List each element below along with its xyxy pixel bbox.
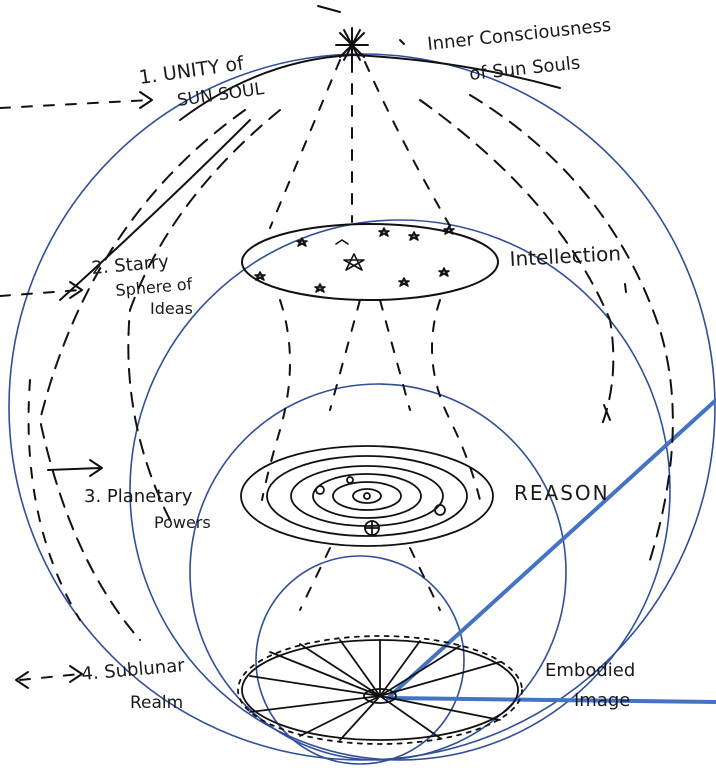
far-left-arc [29, 380, 80, 620]
cone-left-mid [262, 300, 290, 500]
cone-right-mid [432, 300, 480, 500]
wedge-horizontal [388, 698, 716, 702]
cone-left-low [300, 548, 330, 610]
top-right-mark [400, 40, 404, 44]
label-starry-2: Sphere of [115, 274, 194, 300]
label-planetary-2: Powers [154, 513, 211, 532]
top-dash-mark [318, 6, 340, 12]
cone-center-mid [330, 300, 360, 410]
label-intellection: Intellection [509, 241, 622, 271]
planetary-rings [241, 446, 493, 546]
outer-circle [9, 54, 715, 760]
arrow-starry [0, 282, 82, 298]
label-embodied-1: Embodied [545, 660, 635, 681]
cone-center-mid2 [380, 300, 410, 410]
label-planetary-1: 3. Planetary [84, 486, 193, 507]
wedge-lines [388, 400, 716, 702]
label-starry-3: Ideas [150, 299, 193, 318]
label-inner-1: Inner Consciousness [426, 15, 612, 55]
label-inner-2: of Sun Souls [468, 52, 581, 85]
cone-left-upper [270, 60, 340, 228]
nested-circles [9, 54, 715, 764]
arrow-planetary [48, 460, 102, 476]
label-reason: REASON [514, 481, 610, 505]
wedge-diagonal [388, 400, 716, 698]
label-starry-1: 2. Starry [91, 251, 170, 279]
label-embodied-2: Image [574, 690, 630, 711]
stars-in-ellipse [255, 226, 454, 292]
label-sublunar-1: 4. Sublunar [81, 655, 186, 685]
arrow-sublunar [16, 666, 82, 688]
cone-right-upper [365, 62, 450, 226]
sun-star-icon [336, 28, 368, 62]
arrow-unity [0, 92, 152, 108]
outer-dash-left [40, 110, 245, 640]
starry-sphere-ellipse [242, 224, 498, 300]
sublunar-wheel [238, 636, 522, 744]
hand-drawing [0, 6, 673, 744]
label-sublunar-2: Realm [130, 693, 183, 713]
right-dash-mark-2 [625, 284, 626, 292]
labels: 1. UNITY of SUN SOUL Inner Consciousness… [81, 15, 636, 713]
